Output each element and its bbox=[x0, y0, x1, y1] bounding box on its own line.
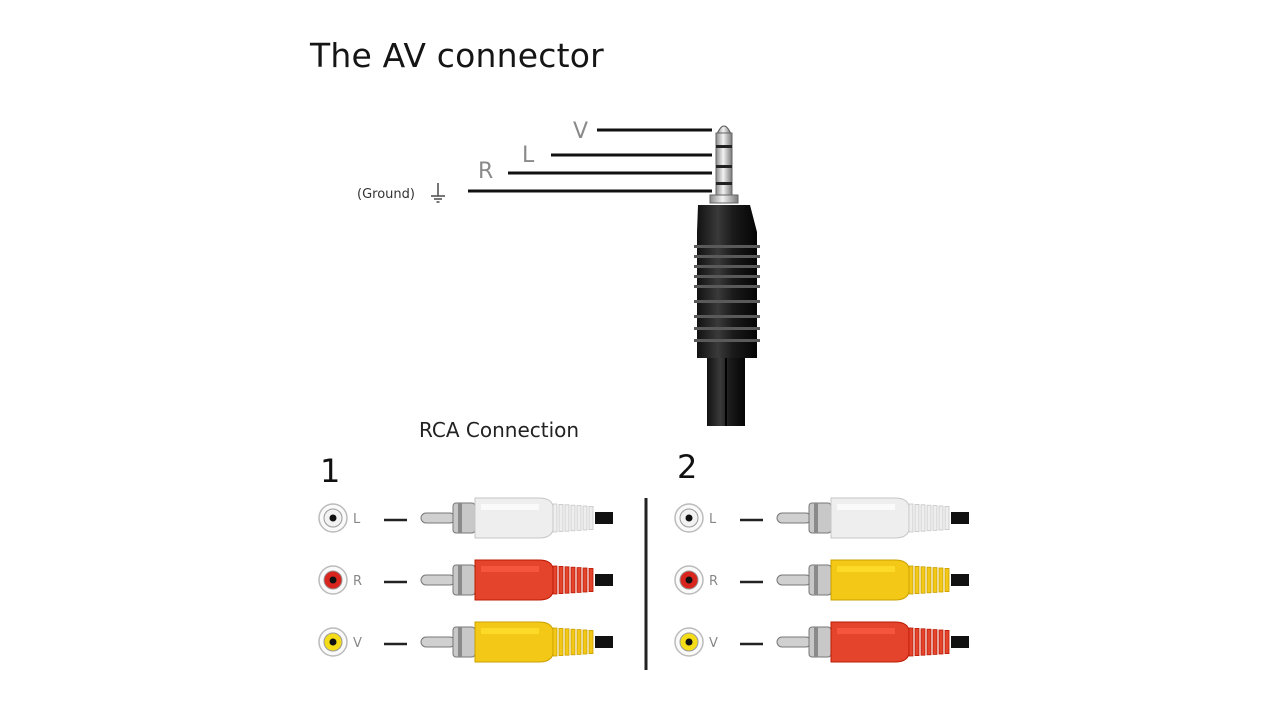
pin-label-l: L bbox=[522, 143, 535, 168]
rca-row-2-v: V bbox=[674, 621, 969, 663]
rca-plug-icon bbox=[420, 497, 613, 539]
rca-socket-icon bbox=[674, 565, 704, 595]
rca-plug-icon bbox=[420, 559, 613, 601]
rca-socket-icon bbox=[674, 627, 704, 657]
ground-icon bbox=[431, 183, 445, 203]
rca-plug-icon bbox=[776, 621, 969, 663]
rca-socket-icon bbox=[318, 503, 348, 533]
rca-rows: L R V L R V bbox=[318, 497, 969, 663]
rca-row-2-r: R bbox=[674, 559, 969, 601]
rca-row-label: V bbox=[353, 636, 362, 651]
pin-label-r: R bbox=[478, 159, 493, 184]
rca-row-label: R bbox=[709, 574, 718, 589]
pin-label-v: V bbox=[573, 119, 588, 144]
rca-socket-icon bbox=[674, 503, 704, 533]
rca-row-label: V bbox=[709, 636, 718, 651]
group-2-number: 2 bbox=[677, 448, 698, 486]
diagram-title: The AV connector bbox=[310, 36, 604, 75]
rca-row-label: R bbox=[353, 574, 362, 589]
rca-row-label: L bbox=[353, 512, 361, 527]
pin-label-ground: (Ground) bbox=[357, 187, 415, 202]
jack-leader-lines bbox=[468, 128, 712, 193]
rca-row-1-l: L bbox=[318, 497, 613, 539]
rca-socket-icon bbox=[318, 627, 348, 657]
rca-heading: RCA Connection bbox=[419, 418, 580, 442]
rca-row-1-r: R bbox=[318, 559, 613, 601]
rca-plug-icon bbox=[776, 559, 969, 601]
rca-row-1-v: V bbox=[318, 621, 613, 663]
group-1-number: 1 bbox=[320, 452, 341, 490]
jack-plug-icon bbox=[694, 125, 760, 426]
rca-plug-icon bbox=[420, 621, 613, 663]
rca-socket-icon bbox=[318, 565, 348, 595]
rca-row-label: L bbox=[709, 512, 717, 527]
rca-row-2-l: L bbox=[674, 497, 969, 539]
rca-plug-icon bbox=[776, 497, 969, 539]
